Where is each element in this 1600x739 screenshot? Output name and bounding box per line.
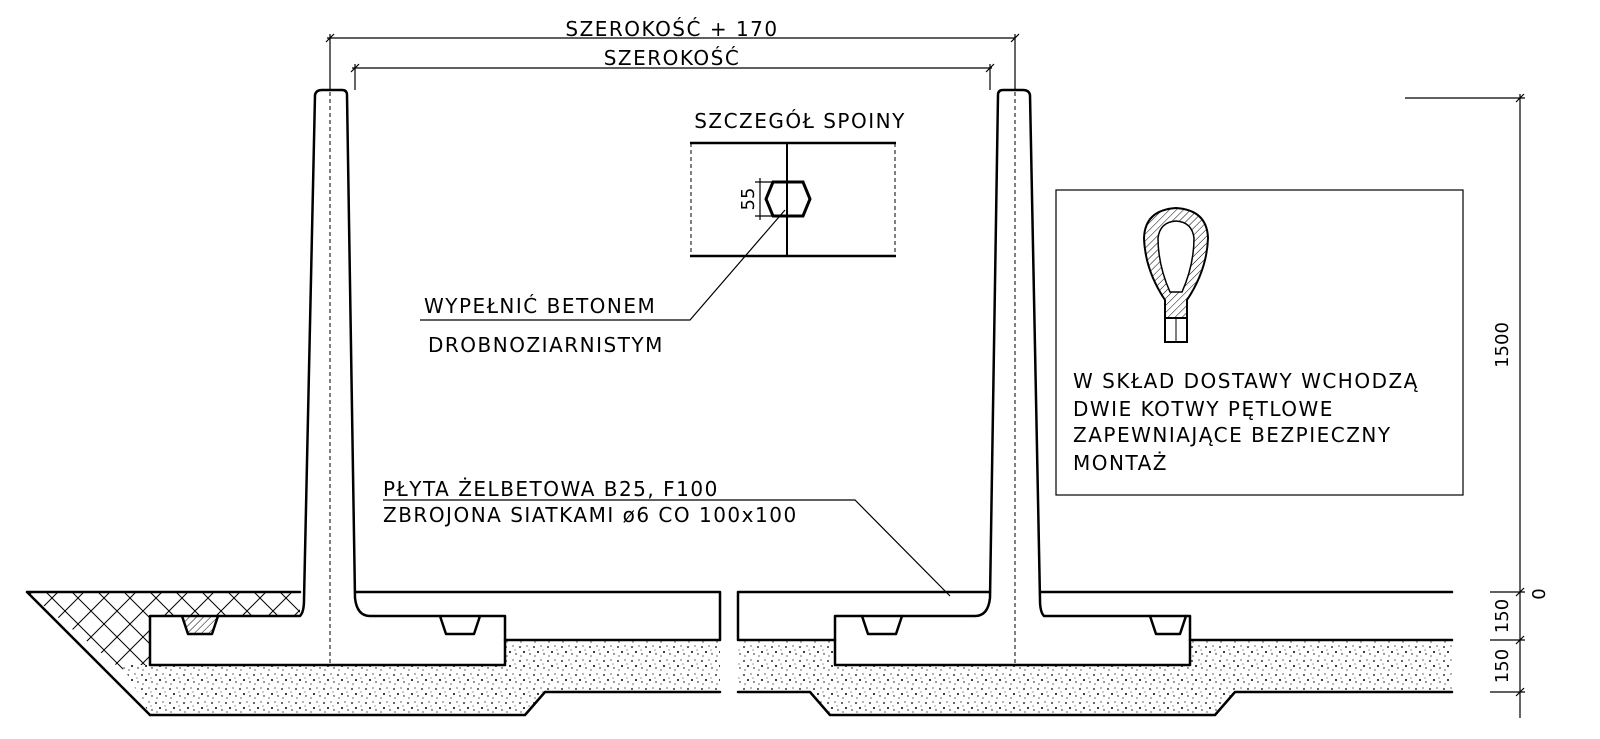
dim-width-plus-line [325, 33, 1020, 90]
height-dim-line [1405, 93, 1525, 718]
gravel-bed-left [122, 640, 720, 715]
gravel-bed-bottom-left [148, 690, 722, 717]
anchor-note-line1: W SKŁAD DOSTAWY WCHODZĄ [1073, 369, 1419, 393]
height-dim-label: 1500 [1492, 322, 1513, 368]
right-wall-unit [833, 88, 1192, 667]
left-recess-1 [180, 614, 220, 636]
soil-hatch [27, 592, 300, 670]
soil-outline [25, 590, 302, 717]
weld-detail [690, 141, 896, 258]
fill-note-leader [420, 209, 786, 321]
slab-right [736, 590, 1454, 642]
zero-dim-label: 0 [1529, 588, 1550, 599]
anchor-note-line4: MONTAŻ [1073, 451, 1168, 475]
slab-left [353, 590, 722, 642]
slab-note-leader [383, 499, 951, 597]
fill-note-line2: DROBNOZIARNISTYM [428, 333, 664, 357]
right-recess-2 [1148, 614, 1188, 636]
weld-dimension-label: 55 [738, 188, 759, 211]
right-recess-1 [860, 614, 904, 636]
slab-note-line2: ZBROJONA SIATKAMI ø6 CO 100x100 [383, 503, 798, 527]
dim-width-line [350, 63, 995, 90]
dim-150-lower: 150 [1492, 649, 1513, 683]
slab-note-line1: PŁYTA ŻELBETOWA B25, F100 [383, 477, 719, 501]
dim-150-upper: 150 [1492, 599, 1513, 633]
weld-hexagon [764, 180, 812, 218]
left-recess-2 [438, 614, 482, 636]
weld-detail-title: SZCZEGÓŁ SPOINY [694, 109, 906, 133]
left-recess-1-fill [182, 616, 218, 634]
left-wall-unit [148, 88, 507, 667]
dim-width-label: SZEROKOŚĆ [604, 46, 741, 70]
anchor-note-line3: ZAPEWNIAJĄCE BEZPIECZNY [1073, 423, 1392, 447]
anchor-loop-icon [1142, 206, 1210, 343]
fill-note-line1: WYPEŁNIĆ BETONEM [424, 294, 656, 318]
anchor-note-box [1055, 189, 1464, 496]
dim-width-plus-label: SZEROKOŚĆ + 170 [565, 17, 778, 41]
gravel-bed-right [738, 640, 1452, 715]
anchor-note-line2: DWIE KOTWY PĘTLOWE [1073, 397, 1334, 421]
gravel-bed-bottom-right [736, 690, 1454, 717]
